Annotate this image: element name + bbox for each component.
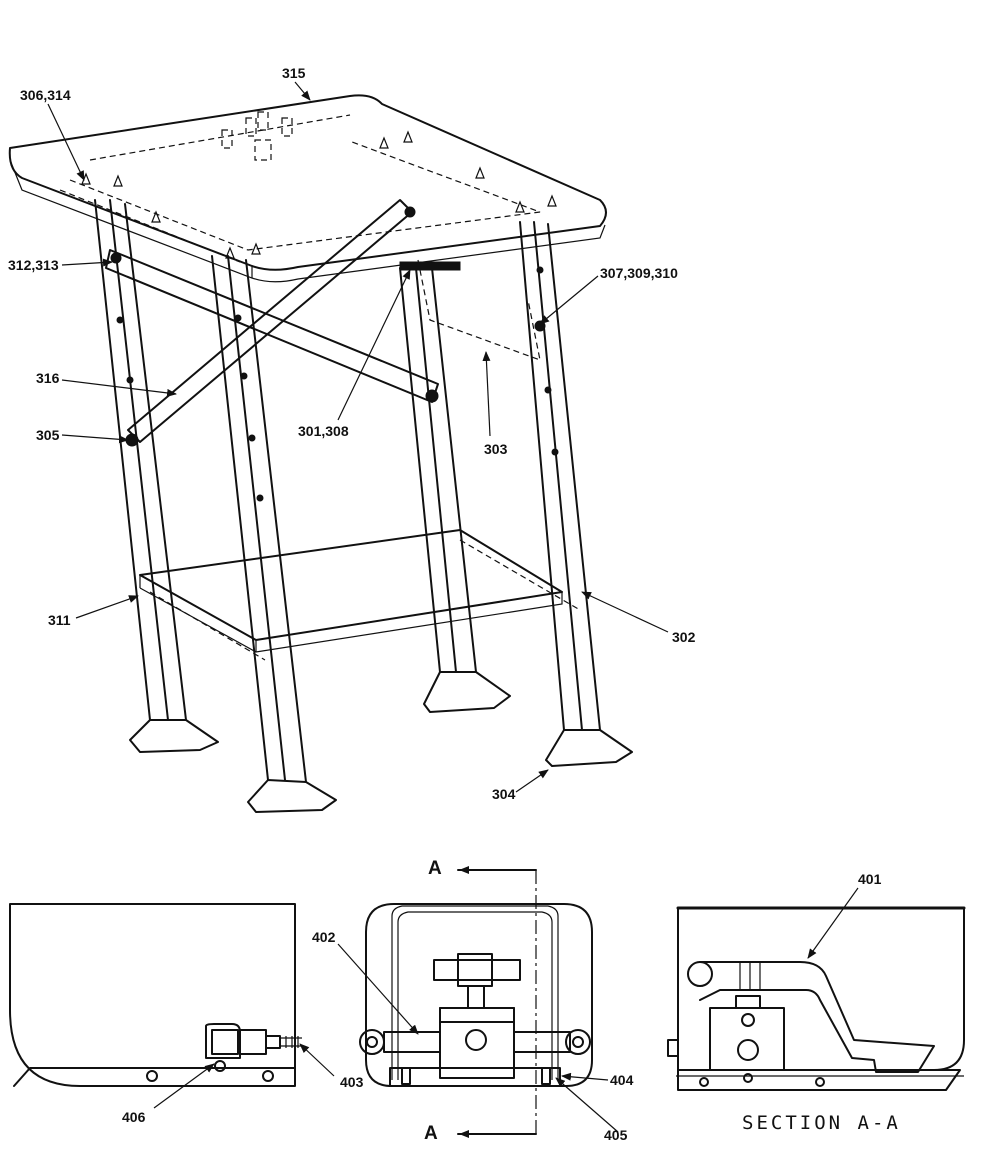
callout-312-313: 312,313 [8,257,59,273]
hardware-dots [110,206,559,502]
pump-front-view [359,866,593,1138]
callout-316: 316 [36,370,60,386]
callout-304: 304 [492,786,516,802]
callout-306-314: 306,314 [20,87,71,103]
callout-302: 302 [672,629,696,645]
callout-311: 311 [48,612,71,628]
callout-401: 401 [858,871,882,887]
diagonal-brace [127,199,413,443]
callout-303: 303 [484,441,508,457]
callout-406: 406 [122,1109,146,1125]
callout-405: 405 [604,1127,628,1143]
top-bolts [81,130,557,259]
callout-307-309-310: 307,309,310 [600,265,678,281]
rear-left-leg [399,267,511,713]
callout-305: 305 [36,427,60,443]
section-a-a-view [667,906,966,1091]
callout-404: 404 [610,1072,634,1088]
leader-lines-stand [47,81,669,793]
callout-315: 315 [282,65,306,81]
front-right-leg [211,255,337,813]
leader-lines-left-view [153,1043,335,1109]
leader-lines-right-view [807,887,859,959]
workbench-stand [8,94,633,813]
pump-side-view [9,903,302,1087]
side-brace [105,249,439,403]
table-top [8,94,607,283]
callout-301-308: 301,308 [298,423,349,439]
section-marker-top: A [428,858,442,879]
rear-right-leg [519,221,633,767]
front-left-leg [94,199,219,753]
leader-lines-middle-view [337,943,619,1133]
section-title: SECTION A-A [742,1112,901,1134]
callout-403: 403 [340,1074,364,1090]
bottom-shelf [139,529,581,661]
section-marker-bottom: A [424,1123,438,1144]
callout-402: 402 [312,929,336,945]
